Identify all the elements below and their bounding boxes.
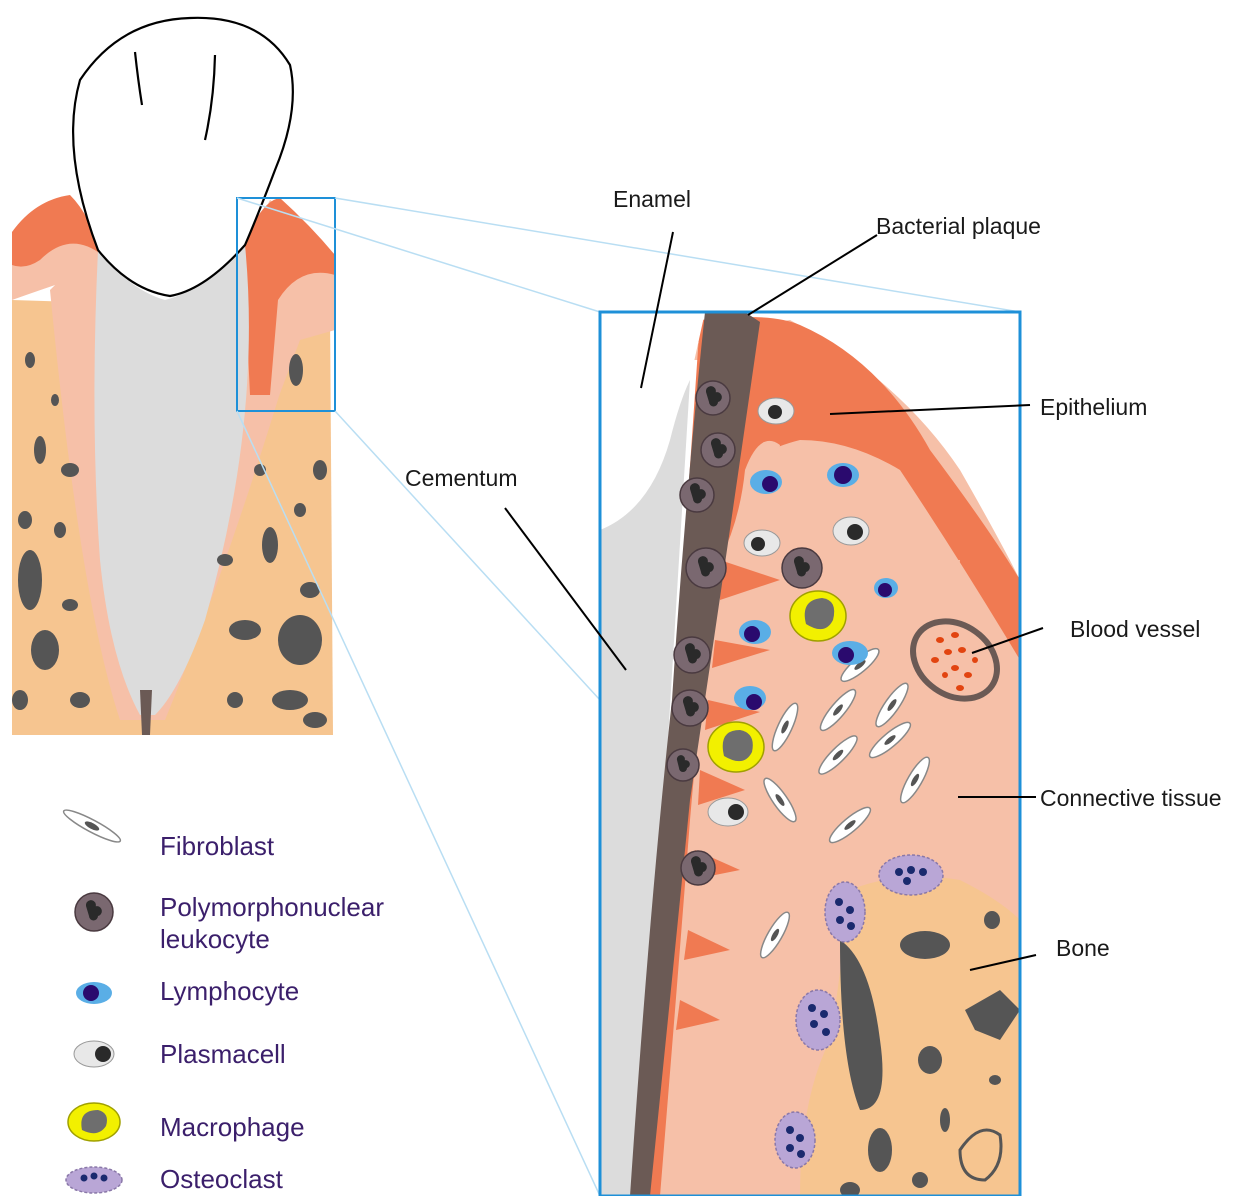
lymphocyte-cell [734, 686, 766, 710]
pmn-cell [674, 637, 710, 673]
pmn-cell [681, 851, 715, 885]
legend-osteoclast-label: Osteoclast [160, 1165, 283, 1195]
macrophage-cell [790, 591, 846, 641]
label-cementum: Cementum [405, 467, 517, 490]
pmn-icon [75, 893, 113, 931]
zoom-panel [600, 312, 1020, 1196]
legend-plasmacell-label: Plasmacell [160, 1040, 286, 1070]
legend-fibroblast-label: Fibroblast [160, 832, 274, 862]
plasmacell-cell [708, 798, 748, 826]
pmn-cell [667, 749, 699, 781]
pmn-cell [672, 690, 708, 726]
lymphocyte-cell [832, 641, 868, 665]
label-bacterial-plaque: Bacterial plaque [876, 215, 1041, 238]
label-enamel: Enamel [613, 188, 691, 211]
legend-pmn-label: Polymorphonuclear [160, 893, 384, 923]
osteoclast-cell [825, 882, 865, 942]
legend-lymphocyte-label: Lymphocyte [160, 977, 299, 1007]
label-epithelium: Epithelium [1040, 396, 1147, 419]
lymphocyte-cell [827, 463, 859, 487]
lymphocyte-icon [76, 982, 112, 1004]
osteoclast-icon [66, 1167, 122, 1193]
pmn-cell [701, 433, 735, 467]
pmn-cell [696, 381, 730, 415]
pmn-cell [686, 548, 726, 588]
label-blood-vessel: Blood vessel [1070, 618, 1200, 641]
lymphocyte-cell [874, 578, 898, 598]
osteoclast-cell [796, 990, 840, 1050]
legend-pmn-label-line2: leukocyte [160, 925, 270, 955]
plasmacell-cell [744, 530, 780, 556]
plasmacell-cell [833, 517, 869, 545]
pmn-cell [680, 478, 714, 512]
plasmacell-icon [74, 1041, 114, 1067]
tooth-overview [12, 18, 335, 735]
label-connective-tissue: Connective tissue [1040, 787, 1222, 810]
lymphocyte-cell [750, 470, 782, 494]
label-bone: Bone [1056, 937, 1110, 960]
osteoclast-cell [775, 1112, 815, 1168]
legend-macrophage-label: Macrophage [160, 1113, 305, 1143]
legend-icons [61, 806, 123, 1193]
plasmacell-cell [758, 398, 794, 424]
fibroblast-icon [61, 806, 123, 847]
lymphocyte-cell [739, 620, 771, 644]
macrophage-cell [708, 722, 764, 772]
pmn-cell [782, 548, 822, 588]
osteoclast-cell [879, 855, 943, 895]
macrophage-icon [68, 1103, 120, 1141]
